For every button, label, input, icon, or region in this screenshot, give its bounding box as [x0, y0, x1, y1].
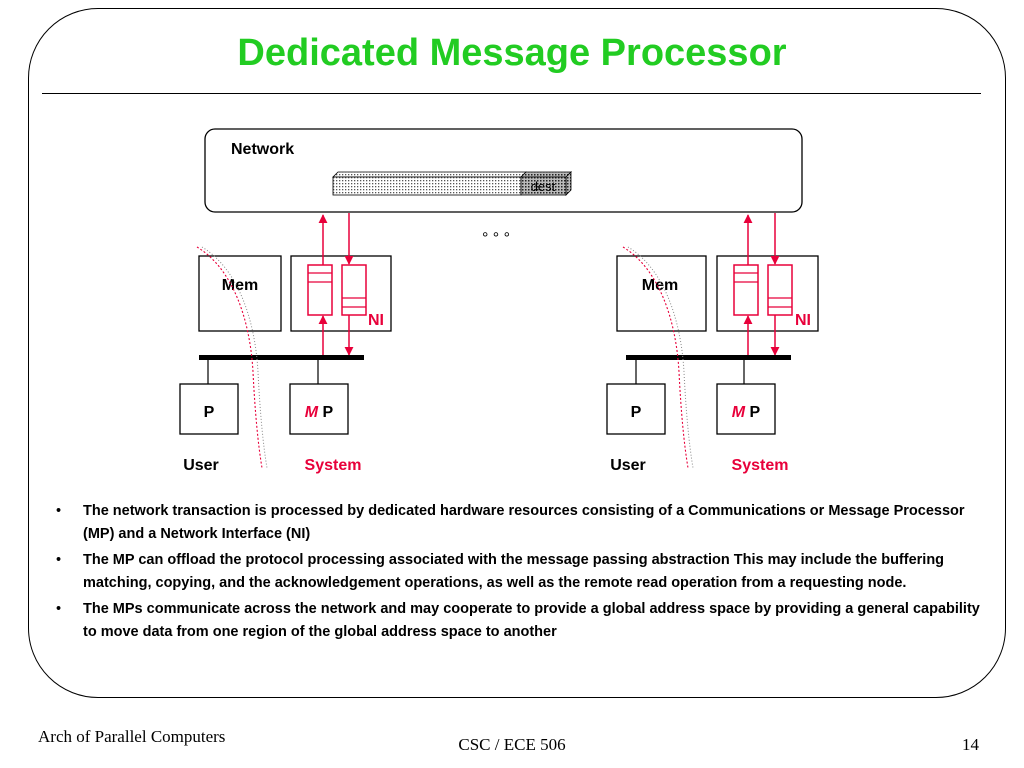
user-label: User [610, 457, 646, 474]
packet-dest-label: dest [531, 179, 556, 194]
packet-payload [332, 176, 522, 196]
bullet-item: The network transaction is processed by … [56, 500, 986, 546]
system-label: System [732, 457, 789, 474]
ni-label: NI [368, 312, 384, 329]
user-system-boundary [622, 246, 689, 469]
user-label: User [183, 457, 219, 474]
p-box [606, 383, 666, 435]
p-label: P [631, 404, 642, 421]
mem-label: Mem [642, 277, 678, 294]
ellipsis: ° ° ° [482, 230, 510, 247]
mem-label: Mem [222, 277, 258, 294]
page-number: 14 [962, 735, 979, 754]
memory-bus [199, 355, 364, 360]
p-label: P [204, 404, 215, 421]
network-box [204, 128, 803, 213]
packet: dest [332, 171, 572, 196]
bullet-item: The MP can offload the protocol processi… [56, 549, 986, 595]
footer-course-code: CSC / ECE 506 [458, 735, 566, 754]
title-divider [42, 93, 981, 94]
user-system-boundary [196, 246, 263, 469]
node-2: Mem NI P M P User System [606, 213, 819, 474]
p-box [179, 383, 239, 435]
node-1: Mem NI P M P User System [179, 213, 392, 474]
mp-label: M P [305, 404, 334, 421]
mem-box [198, 255, 282, 332]
bullet-list: The network transaction is processed by … [56, 500, 986, 647]
bullet-item: The MPs communicate across the network a… [56, 598, 986, 644]
network-label: Network [231, 141, 294, 158]
footer-course-title: Arch of Parallel Computers [38, 727, 226, 746]
slide-title: Dedicated Message Processor [237, 32, 787, 74]
mp-label: M P [732, 404, 761, 421]
packet-dest-header [520, 176, 567, 196]
mp-box [289, 383, 349, 435]
slide-frame [28, 8, 1006, 698]
ni-label: NI [795, 312, 811, 329]
system-label: System [305, 457, 362, 474]
mp-box [716, 383, 776, 435]
memory-bus [626, 355, 791, 360]
